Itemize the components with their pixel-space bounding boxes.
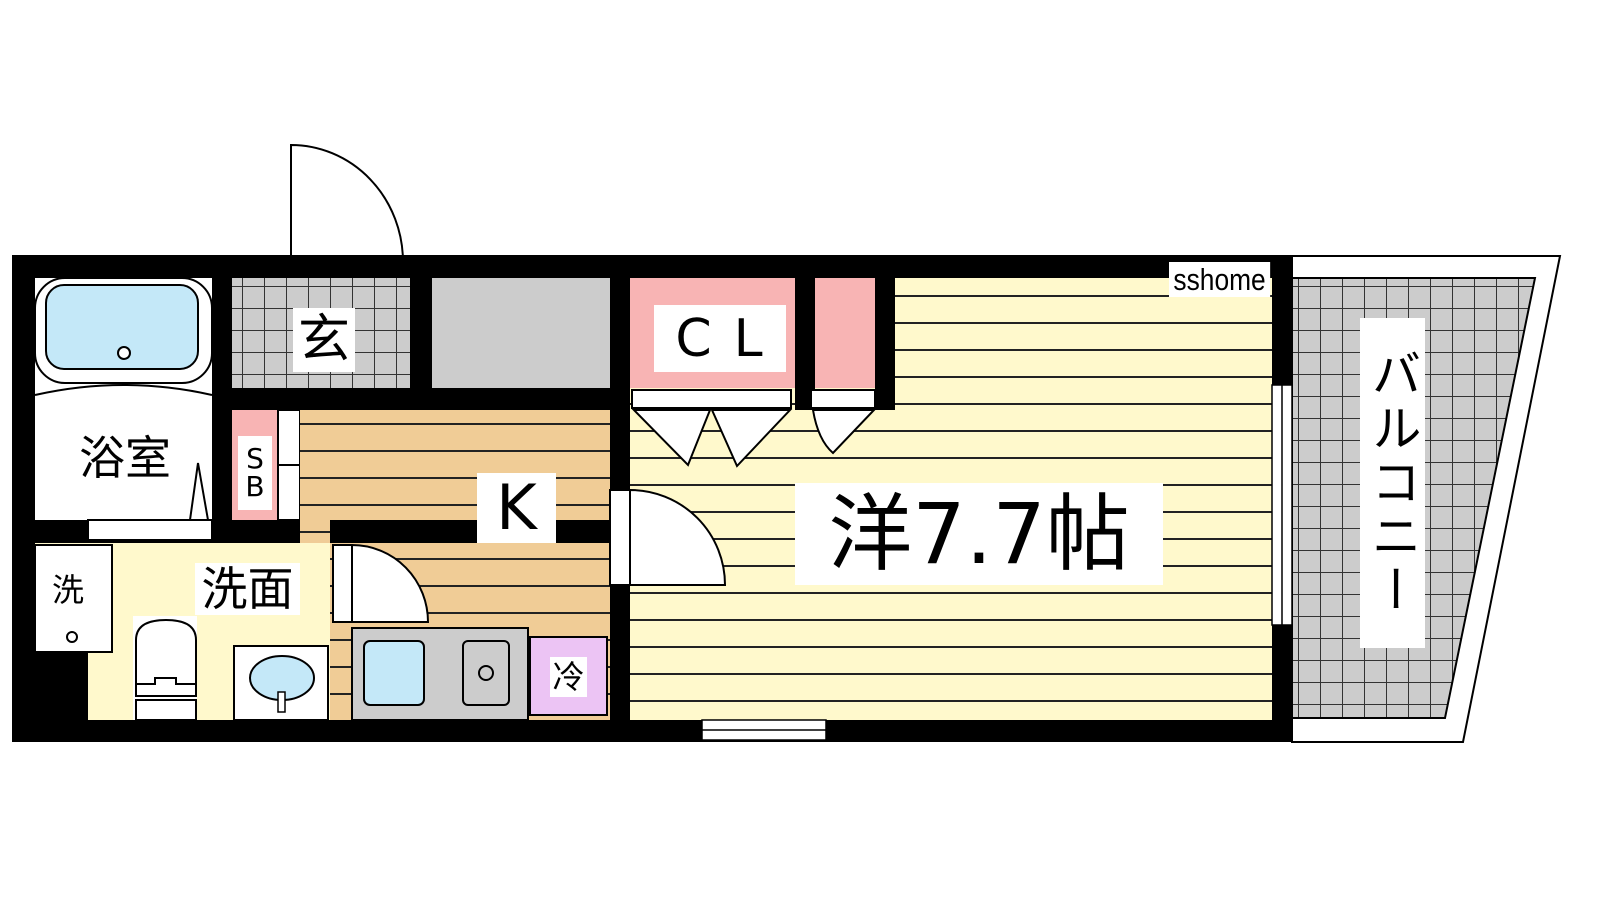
closet-2 <box>815 278 875 388</box>
balcony-window <box>1271 384 1293 626</box>
balcony <box>1291 255 1562 743</box>
washroom-label: 洗面 <box>195 563 300 615</box>
washroom-door <box>332 543 430 623</box>
western-room-label: 洋7.7帖 <box>795 483 1163 585</box>
wash-basin <box>233 645 329 721</box>
shoe-box-label: SB <box>238 436 272 510</box>
entrance-label: 玄 <box>293 308 355 372</box>
balcony-label: バルコニー <box>1360 318 1425 648</box>
kitchen-counter <box>351 627 529 721</box>
kitchen-label: K <box>477 473 556 543</box>
washer-label: 洗 <box>48 570 88 610</box>
closet-doors <box>631 389 877 468</box>
bathroom-label: 浴室 <box>79 431 171 485</box>
fridge-label: 冷 <box>550 657 587 697</box>
bottom-window <box>701 719 827 741</box>
closet-label: CL <box>654 305 786 372</box>
bathtub <box>34 277 213 396</box>
storage <box>432 278 610 388</box>
watermark: sshome <box>1169 262 1271 297</box>
toilet <box>133 616 197 721</box>
room-door <box>609 488 727 586</box>
